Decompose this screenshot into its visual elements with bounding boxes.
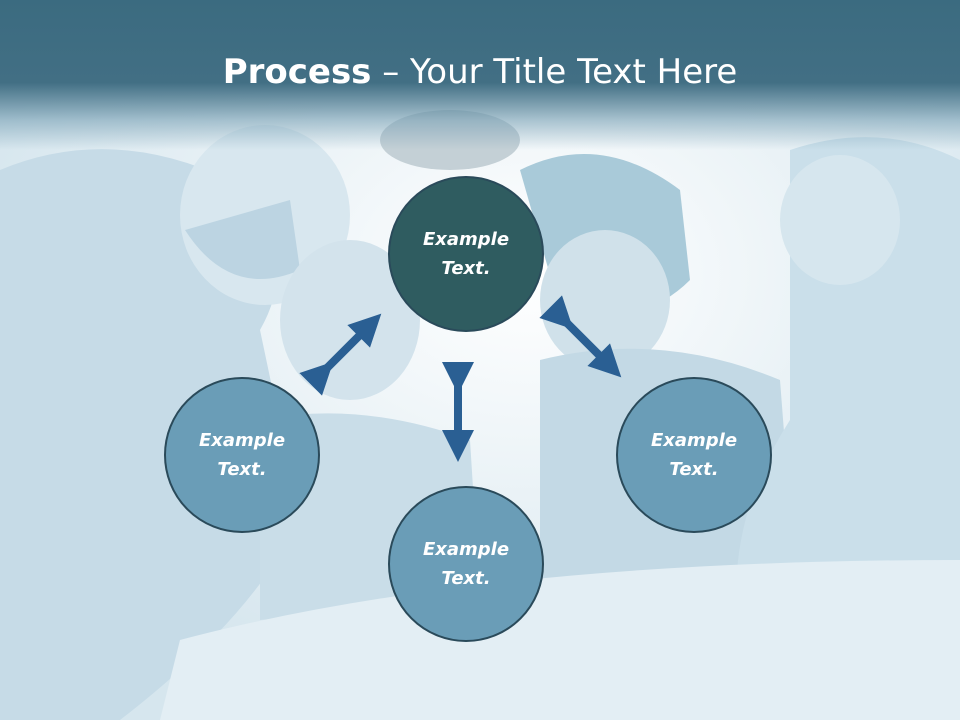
process-circle-left[interactable]: Example Text. — [164, 377, 320, 533]
title-bold: Process — [222, 52, 372, 92]
circle-bottom-text: Example Text. — [422, 539, 510, 589]
title-rest: – Your Title Text Here — [371, 52, 738, 92]
process-circle-top[interactable]: Example Text. — [388, 176, 544, 332]
circle-left-text: Example Text. — [198, 430, 286, 480]
title-band — [0, 0, 960, 150]
process-circle-right[interactable]: Example Text. — [616, 377, 772, 533]
circle-right-text: Example Text. — [650, 430, 738, 480]
process-circle-bottom[interactable]: Example Text. — [388, 486, 544, 642]
circle-top-text: Example Text. — [422, 229, 510, 279]
slide-title[interactable]: Process – Your Title Text Here — [0, 52, 960, 92]
